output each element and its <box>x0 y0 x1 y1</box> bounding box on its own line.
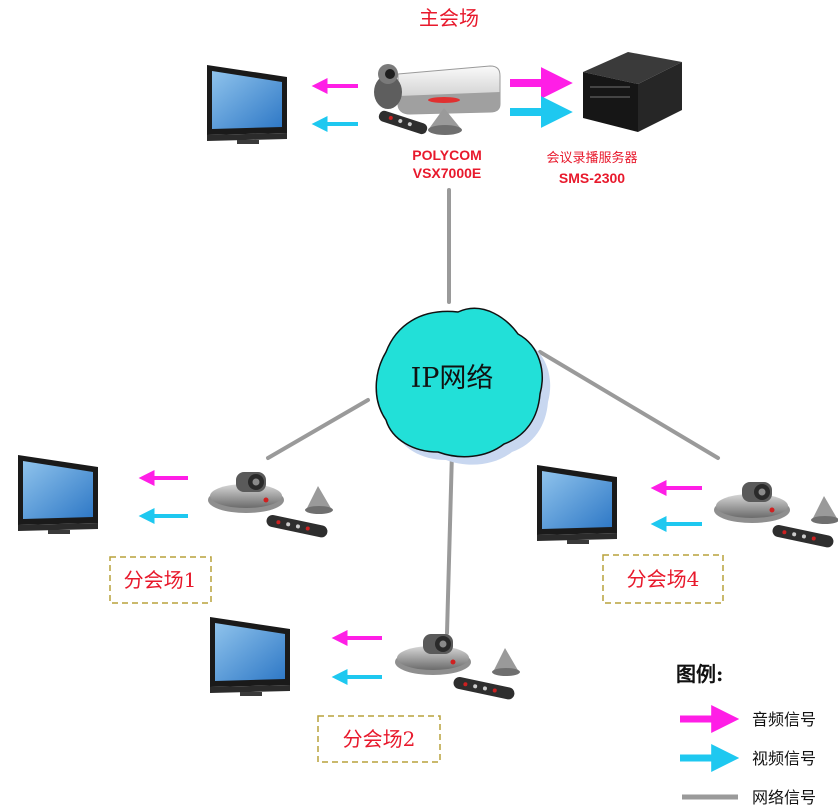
legend: 图例: 音频信号 视频信号 网络信号 <box>676 662 816 807</box>
vsx7000e-icon <box>374 64 501 135</box>
branch-1-terminal-icon <box>208 472 333 539</box>
legend-video-label: 视频信号 <box>752 749 816 768</box>
main-site-tv-icon <box>207 65 287 144</box>
branch-2-tv-icon <box>210 617 290 696</box>
ip-network-cloud: IP网络 <box>375 307 551 465</box>
link-branch-4 <box>538 350 720 460</box>
branch-2-label-box: 分会场2 <box>317 715 441 763</box>
legend-audio-label: 音频信号 <box>752 710 816 729</box>
legend-network-label: 网络信号 <box>752 788 816 807</box>
link-branch-2 <box>445 450 454 635</box>
legend-title: 图例: <box>676 662 723 686</box>
branch-4-terminal-icon <box>714 482 838 549</box>
branch-2-label: 分会场2 <box>343 727 416 751</box>
branch-2-terminal-icon <box>395 634 520 701</box>
branch-4-label-box: 分会场4 <box>602 554 724 604</box>
terminal-model-label: VSX7000E <box>413 165 482 181</box>
main-site-arrows <box>311 67 573 132</box>
recording-server-icon <box>583 52 682 132</box>
branch-1-label: 分会场1 <box>124 568 197 592</box>
branch-1-label-box: 分会场1 <box>109 556 212 604</box>
link-branch-1 <box>266 398 370 460</box>
terminal-brand-label: POLYCOM <box>412 147 482 163</box>
ip-network-label: IP网络 <box>411 363 494 394</box>
recorder-model-label: SMS-2300 <box>559 170 625 186</box>
main-site-title: 主会场 <box>419 6 479 30</box>
branch-1-tv-icon <box>18 455 98 534</box>
recorder-name-label: 会议录播服务器 <box>546 150 637 166</box>
branch-4-label: 分会场4 <box>627 567 700 591</box>
network-links <box>266 188 720 635</box>
branch-4-tv-icon <box>537 465 617 544</box>
